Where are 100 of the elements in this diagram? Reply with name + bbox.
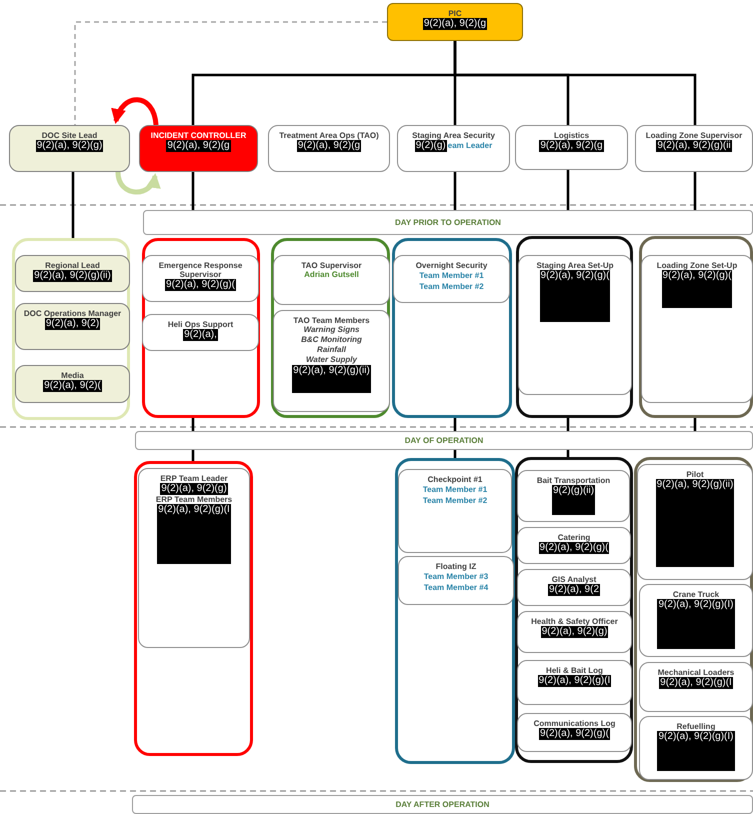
role-card bbox=[639, 716, 753, 780]
redacted-text: 9(2)(a), 9(2)(g bbox=[296, 140, 362, 152]
connector-line bbox=[192, 418, 194, 431]
group-panel bbox=[271, 238, 390, 418]
role-card bbox=[15, 365, 130, 403]
role-title: Loading Zone Set-Up bbox=[656, 261, 738, 270]
task-item: Rainfall bbox=[316, 345, 347, 355]
role-card bbox=[398, 556, 514, 605]
redacted-text: 9(2)(a), bbox=[183, 329, 218, 341]
role-card bbox=[9, 125, 130, 172]
role-title: Emergence Response Supervisor bbox=[158, 261, 244, 279]
redacted-text: 9(2)(a), 9(2)(g)(I bbox=[659, 677, 733, 689]
role-title: DOC Site Lead bbox=[40, 131, 98, 140]
group-panel bbox=[516, 236, 633, 418]
role-title: GIS Analyst bbox=[550, 575, 598, 584]
role-card bbox=[641, 255, 753, 403]
role-card bbox=[15, 255, 130, 292]
phase-title: DAY AFTER OPERATION bbox=[394, 800, 490, 810]
member-name: Team Member #1 bbox=[422, 484, 488, 495]
connector-line bbox=[694, 418, 696, 431]
role-title: Media bbox=[60, 371, 85, 380]
person-name: Adrian Gutsell bbox=[303, 270, 360, 280]
role-card bbox=[138, 468, 250, 648]
role-card bbox=[517, 660, 632, 705]
role-title: Bait Transportation bbox=[536, 476, 612, 485]
redacted-text: 9(2)(a), 9(2)(g)( bbox=[165, 279, 236, 291]
member-name: Team Member #3 bbox=[422, 571, 490, 582]
connector-line bbox=[566, 450, 570, 457]
role-card bbox=[273, 310, 390, 412]
task-item: Water Supply bbox=[305, 355, 358, 365]
connector-line bbox=[454, 172, 456, 210]
role-title: ERP Team Leader bbox=[159, 474, 229, 483]
role-card bbox=[517, 470, 630, 522]
role-title: Refuelling bbox=[676, 722, 716, 731]
role-card bbox=[15, 303, 130, 350]
role-title: Regional Lead bbox=[44, 261, 101, 270]
redacted-text: 9(2)(a), 9(2)(g)( bbox=[539, 728, 610, 740]
role-card bbox=[268, 125, 390, 172]
role-title: Overnight Security bbox=[414, 261, 488, 270]
connector-line bbox=[74, 21, 387, 125]
connector-line bbox=[454, 418, 456, 431]
role-card bbox=[142, 314, 259, 351]
redacted-text: 9(2)(a), 9(2)(g)(ii) bbox=[656, 479, 734, 567]
role-card bbox=[273, 255, 390, 305]
role-title: DOC Operations Manager bbox=[22, 309, 122, 318]
phase-banner bbox=[135, 431, 753, 450]
phase-banner bbox=[143, 210, 753, 235]
connector-line bbox=[454, 450, 456, 458]
phase-title: DAY PRIOR TO OPERATION bbox=[394, 218, 502, 228]
role-card bbox=[142, 255, 259, 302]
redacted-text: 9(2)(a), 9(2)(g)(ii bbox=[656, 140, 732, 152]
phase-title: DAY OF OPERATION bbox=[404, 436, 484, 446]
connector-line bbox=[72, 172, 74, 238]
curved-arrow bbox=[116, 172, 160, 194]
member-name: Team Member #4 bbox=[422, 582, 490, 593]
role-card bbox=[515, 125, 628, 170]
redacted-text: 9(2)(a), 9(2)(g bbox=[539, 140, 604, 152]
role-card bbox=[635, 125, 753, 172]
role-title: Floating IZ bbox=[434, 562, 478, 571]
redacted-text: 9(2)(a), 9(2)(g)(I) bbox=[657, 599, 734, 649]
role-title: Catering bbox=[556, 533, 592, 542]
role-title: Pilot bbox=[685, 470, 705, 479]
redacted-text: 9(2)(a), 9(2)(g)(I bbox=[157, 504, 231, 564]
role-title: Logistics bbox=[552, 131, 590, 140]
redacted-text: 9(2)(a), 9(2)(g)(I) bbox=[657, 731, 734, 771]
redacted-text: 9(2)(a), 9(2)(g)(ii) bbox=[292, 365, 371, 393]
member-name: Team Member #2 bbox=[418, 281, 485, 292]
redacted-text: 9(2)(a), 9(2)(g bbox=[166, 140, 231, 152]
group-panel bbox=[392, 238, 512, 418]
role-card bbox=[397, 125, 510, 172]
redacted-text: 9(2)(a), 9(2)(g) bbox=[540, 626, 608, 638]
redacted-text: 9(2)(a), 9(2 bbox=[548, 584, 600, 596]
member-name: eam Leader bbox=[448, 140, 492, 152]
connector-line bbox=[192, 172, 194, 210]
redacted-text: 9(2)(a), 9(2)(g)(I bbox=[538, 675, 612, 687]
role-card bbox=[398, 469, 512, 553]
role-title: TAO Supervisor bbox=[300, 261, 363, 270]
member-name: Team Member #2 bbox=[422, 495, 488, 506]
role-card bbox=[518, 255, 632, 395]
redacted-text: 9(2)(a), 9(2)(g)( bbox=[540, 270, 610, 322]
role-card bbox=[517, 527, 631, 564]
role-title: Mechanical Loaders bbox=[656, 668, 736, 677]
redacted-text: 9(2)(a), 9(2)(g) bbox=[160, 483, 228, 495]
role-title: ERP Team Members bbox=[154, 495, 234, 504]
redacted-text: 9(2)(a), 9(2) bbox=[44, 318, 100, 330]
group-panel bbox=[639, 236, 753, 418]
role-title: Heli Ops Support bbox=[166, 320, 234, 329]
role-card bbox=[639, 662, 753, 712]
role-card bbox=[393, 255, 510, 303]
role-title: Staging Area Security bbox=[411, 131, 496, 140]
task-item: Warning Signs bbox=[302, 325, 360, 335]
redacted-text: 9(2)(g) bbox=[414, 140, 447, 152]
role-title: Checkpoint #1 bbox=[426, 475, 484, 484]
group-panel bbox=[515, 457, 633, 763]
group-panel bbox=[12, 238, 130, 420]
group-panel bbox=[634, 457, 753, 782]
redacted-text: 9(2)(a), 9(2)(g bbox=[422, 18, 488, 30]
role-card bbox=[139, 125, 258, 172]
role-title: Communications Log bbox=[532, 719, 616, 728]
connector-line bbox=[454, 41, 696, 125]
